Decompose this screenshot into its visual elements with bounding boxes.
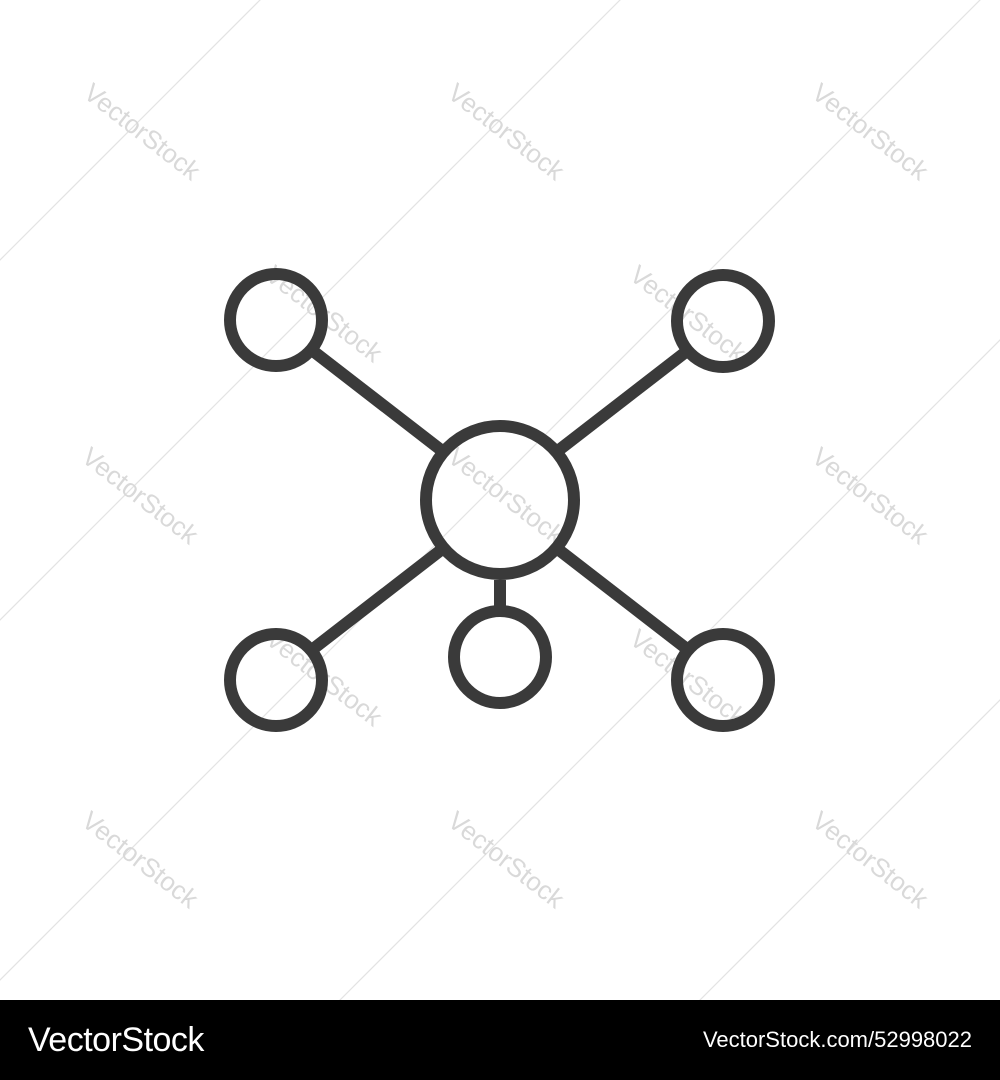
node-top-right bbox=[671, 269, 775, 373]
image-id-text: VectorStock.com/52998022 bbox=[702, 1027, 972, 1052]
center-node bbox=[420, 420, 580, 580]
connector-line-bottom-left bbox=[309, 545, 445, 654]
connector-line-top-right bbox=[555, 346, 691, 455]
node-top-left bbox=[224, 268, 328, 372]
connector-line-top-left bbox=[309, 346, 445, 455]
brand-logo-text: VectorStock bbox=[28, 1020, 204, 1059]
node-bottom-left bbox=[224, 628, 328, 732]
node-bottom-right bbox=[671, 628, 775, 732]
footer-bar: VectorStock VectorStock.com/52998022 bbox=[0, 1000, 1000, 1080]
node-bottom-center bbox=[448, 605, 552, 709]
connector-line-bottom-right bbox=[555, 545, 691, 654]
image-canvas: VectorStock VectorStock VectorStock Vect… bbox=[0, 0, 1000, 1000]
network-hub-icon bbox=[224, 268, 775, 732]
watermark-layer: VectorStock VectorStock VectorStock Vect… bbox=[0, 0, 1000, 1000]
